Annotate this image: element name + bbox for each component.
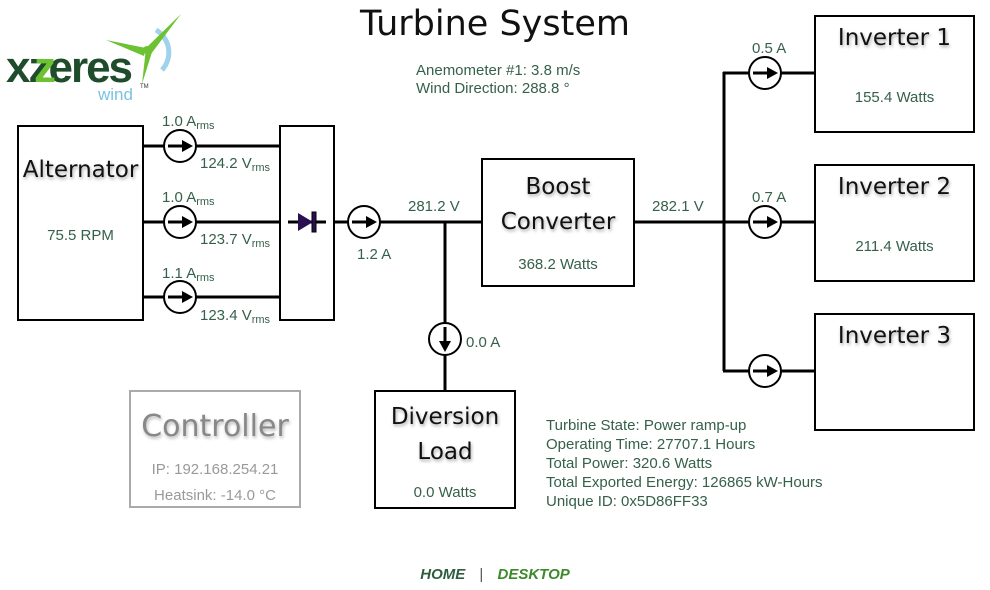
svg-text:z: z	[34, 43, 56, 92]
rectifier-box[interactable]	[279, 125, 335, 321]
controller-heatsink: Heatsink: -14.0 °C	[154, 487, 276, 504]
inverter-2-current: 0.7 A	[752, 189, 787, 206]
xzeres-logo: xzeres z wind TM	[6, 12, 186, 104]
phase-2-meter-icon	[163, 205, 197, 239]
turbine-stats: Turbine State: Power ramp-up Operating T…	[546, 416, 823, 511]
wind-direction-reading: Wind Direction: 288.8 °	[416, 80, 570, 97]
controller-ip: IP: 192.168.254.21	[151, 461, 279, 478]
phase-1-current: 1.0 Arms	[162, 113, 215, 132]
total-power: Total Power: 320.6 Watts	[546, 455, 713, 472]
wind-info: Anemometer #1: 3.8 m/s Wind Direction: 2…	[416, 62, 580, 98]
inverter-2-title: Inverter 2	[837, 174, 952, 200]
home-link[interactable]: HOME	[420, 566, 466, 583]
logo-brand: xzeres	[6, 43, 132, 92]
turbine-logo-icon: xzeres z wind TM	[6, 14, 181, 104]
inverter-3-meter-icon	[748, 354, 782, 388]
inverter-1-meter-icon	[748, 56, 782, 90]
alternator-box[interactable]: Alternator 75.5 RPM	[17, 125, 144, 321]
inverter-3-title: Inverter 3	[837, 323, 952, 349]
phase-3-voltage: 123.4 Vrms	[200, 307, 271, 326]
controller-box[interactable]: Controller IP: 192.168.254.21 Heatsink: …	[129, 390, 301, 508]
boost-output-voltage: 282.1 V	[652, 198, 704, 215]
rectifier-meter-icon	[347, 205, 381, 239]
inverter-2-power: 211.4 Watts	[855, 238, 934, 255]
diversion-current: 0.0 A	[466, 334, 501, 351]
nav-separator: |	[479, 566, 484, 583]
anemometer-reading: Anemometer #1: 3.8 m/s	[416, 62, 581, 79]
inverter-2-box[interactable]: Inverter 2 211.4 Watts	[814, 164, 975, 282]
phase-2-current: 1.0 Arms	[162, 189, 215, 208]
inverter-2-meter-icon	[748, 205, 782, 239]
svg-text:TM: TM	[140, 84, 149, 90]
dc-bus-voltage: 281.2 V	[408, 198, 460, 215]
alternator-rpm: 75.5 RPM	[47, 227, 114, 244]
inverter-1-box[interactable]: Inverter 1 155.4 Watts	[814, 15, 975, 133]
operating-time: Operating Time: 27707.1 Hours	[546, 436, 756, 453]
footer-nav: HOME | DESKTOP	[0, 566, 990, 583]
unique-id: Unique ID: 0x5D86FF33	[546, 493, 708, 510]
phase-2-voltage: 123.7 Vrms	[200, 231, 271, 250]
phase-3-current: 1.1 Arms	[162, 265, 215, 284]
inverter-1-title: Inverter 1	[837, 25, 952, 51]
inverter-1-power: 155.4 Watts	[854, 89, 935, 106]
boost-power: 368.2 Watts	[518, 256, 598, 273]
diversion-power: 0.0 Watts	[413, 484, 477, 501]
diversion-meter-icon	[428, 322, 462, 356]
phase-1-meter-icon	[163, 129, 197, 163]
diode-icon	[298, 211, 317, 233]
rectifier-current: 1.2 A	[357, 246, 392, 263]
phase-1-voltage: 124.2 Vrms	[200, 155, 271, 174]
controller-title: Controller	[141, 409, 289, 444]
desktop-link[interactable]: DESKTOP	[497, 566, 570, 583]
alternator-title: Alternator	[22, 157, 139, 183]
phase-3-meter-icon	[163, 280, 197, 314]
inverter-3-box[interactable]: Inverter 3	[814, 313, 975, 431]
exported-energy: Total Exported Energy: 126865 kW-Hours	[546, 474, 823, 491]
turbine-state: Turbine State: Power ramp-up	[546, 417, 747, 434]
svg-text:wind: wind	[97, 85, 133, 102]
inverter-1-current: 0.5 A	[752, 40, 787, 57]
page-title: Turbine System	[360, 4, 630, 44]
